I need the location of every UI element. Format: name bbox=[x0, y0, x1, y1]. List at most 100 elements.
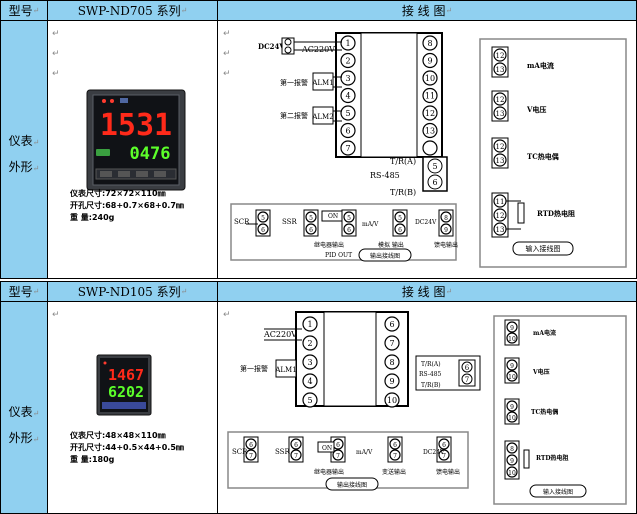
terminal-ring bbox=[290, 438, 302, 450]
terminal-ring bbox=[422, 140, 438, 156]
terminal-ring bbox=[340, 70, 356, 86]
terminal: 12 bbox=[496, 143, 505, 151]
product-cell-nd705: ↵ ↵ ↵ 1531 0476 仪表尺寸:72×72×110㎜ 开孔尺寸:68+… bbox=[47, 20, 218, 279]
terminal-ring bbox=[394, 223, 406, 235]
meter-image-nd105: 1467 6202 bbox=[96, 354, 152, 416]
side-label-cell-1: 仪表↵ 外形↵ bbox=[0, 20, 48, 279]
terminal-ring bbox=[493, 48, 507, 62]
terminal: 12 bbox=[496, 52, 505, 60]
out-feed-label: 馈电输出 bbox=[434, 241, 458, 249]
terminal-ring bbox=[440, 211, 452, 223]
meter-display-top: 1531 bbox=[100, 108, 172, 143]
in-ma-label: mA电流 bbox=[533, 329, 556, 337]
terminal: 13 bbox=[496, 226, 505, 234]
terminal-ring bbox=[506, 400, 518, 412]
terminal-ring bbox=[384, 335, 400, 351]
in-rtd-label: RTD热电阻 bbox=[536, 454, 569, 462]
terminal: 3 bbox=[345, 74, 350, 83]
terminal: 6 bbox=[261, 227, 265, 234]
out-ssr-label: SSR bbox=[282, 218, 297, 226]
spec-weight: 重 量:180g bbox=[70, 455, 115, 464]
terminal-ring bbox=[506, 321, 518, 333]
terminal-ring bbox=[422, 35, 438, 51]
terminal-ring bbox=[506, 370, 518, 382]
terminal: 7 bbox=[294, 453, 298, 460]
out-on-label: ON bbox=[328, 213, 338, 220]
out-relay-label: 继电器输出 bbox=[314, 468, 344, 476]
terminal: 10 bbox=[508, 415, 516, 422]
terminal: 5 bbox=[309, 215, 313, 222]
power-ac-label: AC220V bbox=[263, 330, 297, 339]
terminal-ring bbox=[302, 392, 318, 408]
terminal: 10 bbox=[508, 336, 516, 343]
out-ma-label: mA/V bbox=[356, 449, 373, 456]
alarm1-label: 第一报警 bbox=[280, 78, 308, 87]
terminal: 13 bbox=[496, 157, 505, 165]
header2-series-cell: SWP-ND105 系列↵ bbox=[47, 281, 218, 302]
terminal: 8 bbox=[444, 215, 448, 222]
terminal: 4 bbox=[345, 92, 350, 101]
tr-a-terminal: 5 bbox=[432, 162, 437, 171]
rtd-resistor-icon bbox=[523, 449, 530, 469]
terminal-ring bbox=[384, 316, 400, 332]
terminal: 13 bbox=[496, 110, 505, 118]
terminal-ring bbox=[257, 223, 269, 235]
terminal-ring bbox=[389, 438, 401, 450]
terminal: 9 bbox=[510, 458, 514, 465]
header2-wiring-cell: 接 线 图↵ bbox=[217, 281, 637, 302]
return-mark-icon: ↵ bbox=[445, 287, 453, 296]
terminal-ring bbox=[493, 62, 507, 76]
terminal: 5 bbox=[307, 396, 312, 405]
terminal-ring bbox=[302, 335, 318, 351]
spec-cutout: 开孔尺寸:68+0.7×68+0.7㎜ bbox=[70, 201, 184, 210]
terminal-ring bbox=[305, 211, 317, 223]
header1-model-cell: 型号↵ bbox=[0, 0, 48, 21]
terminal: 9 bbox=[444, 227, 448, 234]
terminal: 6 bbox=[345, 127, 350, 136]
terminal: 7 bbox=[249, 453, 253, 460]
terminal-ring bbox=[506, 359, 518, 371]
terminal-ring bbox=[384, 373, 400, 389]
out-feed-label: 馈电输出 bbox=[436, 468, 460, 476]
return-mark-icon: ↵ bbox=[180, 287, 188, 296]
header1-wiring-cell: 接 线 图↵ bbox=[217, 0, 637, 21]
relay-contact-box bbox=[317, 441, 335, 453]
terminal-ring bbox=[493, 139, 507, 153]
out-pid-label: PID OUT bbox=[325, 252, 352, 259]
in-v-label: V电压 bbox=[526, 105, 546, 114]
meter-display-top: 1467 bbox=[108, 366, 144, 384]
terminal: 7 bbox=[393, 453, 397, 460]
meter-display-bottom: 6202 bbox=[108, 383, 144, 401]
terminal-ring bbox=[245, 449, 257, 461]
header2-wiring: 接 线 图 bbox=[401, 285, 446, 299]
return-mark-icon: ↵ bbox=[223, 310, 231, 320]
alarm2-label: 第二报警 bbox=[280, 111, 308, 120]
terminal: 9 bbox=[510, 325, 514, 332]
terminal-ring bbox=[302, 316, 318, 332]
terminal-ring bbox=[493, 92, 507, 106]
terminal-ring bbox=[384, 354, 400, 370]
terminal: 6 bbox=[389, 320, 394, 329]
terminal: 9 bbox=[389, 377, 394, 386]
out-analog-label: 变送输出 bbox=[382, 468, 406, 476]
terminal: 13 bbox=[425, 127, 435, 136]
return-mark-icon: ↵ bbox=[52, 69, 60, 79]
tr-a-terminal: 6 bbox=[465, 364, 470, 372]
terminal-ring bbox=[506, 332, 518, 344]
terminal: 9 bbox=[427, 57, 432, 66]
terminal: 9 bbox=[510, 363, 514, 370]
power-ac-label: AC220V bbox=[301, 45, 335, 54]
terminal-ring bbox=[440, 223, 452, 235]
return-mark-icon: ↵ bbox=[32, 164, 40, 173]
terminal: 1 bbox=[345, 39, 350, 48]
return-mark-icon: ↵ bbox=[32, 435, 40, 444]
out-dc-label: DC24V bbox=[423, 449, 445, 456]
return-mark-icon: ↵ bbox=[32, 287, 40, 296]
terminal: 6 bbox=[393, 442, 397, 449]
spec-size: 仪表尺寸:48×48×110㎜ bbox=[70, 431, 166, 440]
